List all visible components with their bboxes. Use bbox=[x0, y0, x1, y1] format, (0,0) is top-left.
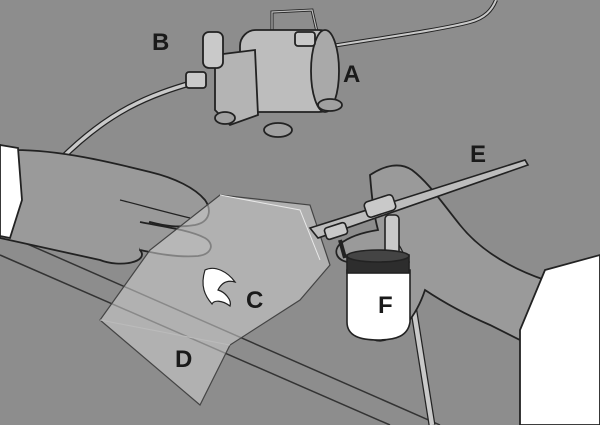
label-d: D bbox=[175, 346, 192, 373]
label-b: B bbox=[152, 29, 169, 56]
label-f: F bbox=[378, 292, 393, 319]
compressor bbox=[185, 8, 343, 138]
air-hose bbox=[57, 79, 198, 163]
paint-bottle bbox=[346, 249, 411, 341]
right-sleeve bbox=[519, 254, 600, 425]
label-a: A bbox=[343, 61, 360, 88]
label-e: E bbox=[470, 141, 486, 168]
label-c: C bbox=[246, 287, 263, 314]
airbrush bbox=[308, 159, 530, 259]
specimen bbox=[202, 267, 237, 307]
power-cord bbox=[319, 0, 498, 50]
left-sleeve bbox=[0, 144, 23, 240]
